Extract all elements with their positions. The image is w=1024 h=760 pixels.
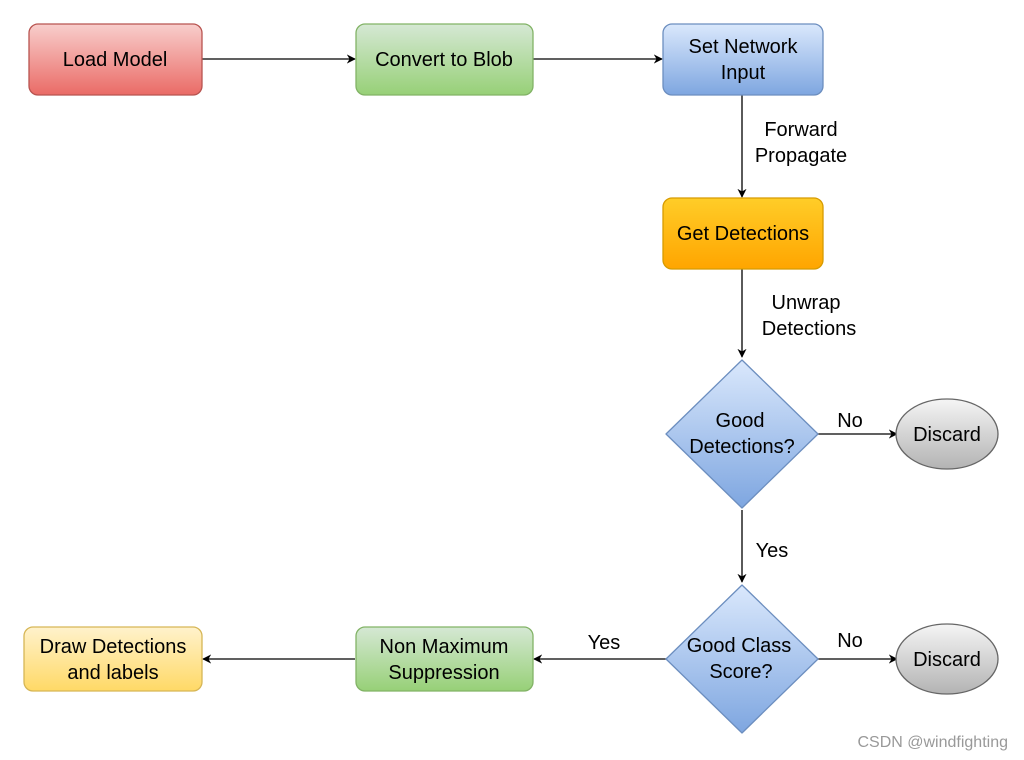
- edge-label-forward: Forward: [764, 119, 837, 141]
- node-set-network-input-line1: Set Network: [689, 36, 799, 58]
- node-get-detections-label: Get Detections: [677, 223, 809, 245]
- node-discard-1-label: Discard: [913, 424, 981, 446]
- node-good-class-score-decision: Good Class Score?: [665, 584, 819, 734]
- edge-label-propagate: Propagate: [755, 145, 847, 167]
- edge-label-yes-1: Yes: [756, 540, 789, 562]
- node-load-model-label: Load Model: [63, 49, 168, 71]
- watermark-text: CSDN @windfighting: [857, 734, 1008, 751]
- node-good-class-score-line1: Good Class: [687, 635, 792, 657]
- edge-label-no-2: No: [837, 630, 863, 652]
- node-draw-detections-line2: and labels: [67, 662, 158, 684]
- edge-label-detections: Detections: [762, 318, 857, 340]
- node-non-maximum-suppression: Non Maximum Suppression: [355, 626, 534, 692]
- edge-label-unwrap: Unwrap: [772, 292, 841, 314]
- node-load-model: Load Model: [28, 23, 203, 96]
- node-good-detections-line2: Detections?: [689, 436, 795, 458]
- node-set-network-input: Set Network Input: [662, 23, 824, 96]
- node-set-network-input-line2: Input: [721, 62, 766, 84]
- edge-label-yes-2: Yes: [588, 632, 621, 654]
- node-convert-to-blob-label: Convert to Blob: [375, 49, 513, 71]
- node-good-detections-line1: Good: [716, 410, 765, 432]
- edge-label-no-1: No: [837, 410, 863, 432]
- node-discard-1: Discard: [895, 398, 999, 470]
- node-draw-detections: Draw Detections and labels: [23, 626, 203, 692]
- node-get-detections: Get Detections: [662, 197, 824, 270]
- node-convert-to-blob: Convert to Blob: [355, 23, 534, 96]
- node-draw-detections-line1: Draw Detections: [40, 636, 187, 658]
- node-nms-line2: Suppression: [388, 662, 499, 684]
- node-good-detections-decision: Good Detections?: [665, 359, 819, 509]
- node-good-class-score-line2: Score?: [709, 661, 772, 683]
- node-discard-2-label: Discard: [913, 649, 981, 671]
- node-nms-line1: Non Maximum: [380, 636, 509, 658]
- node-discard-2: Discard: [895, 623, 999, 695]
